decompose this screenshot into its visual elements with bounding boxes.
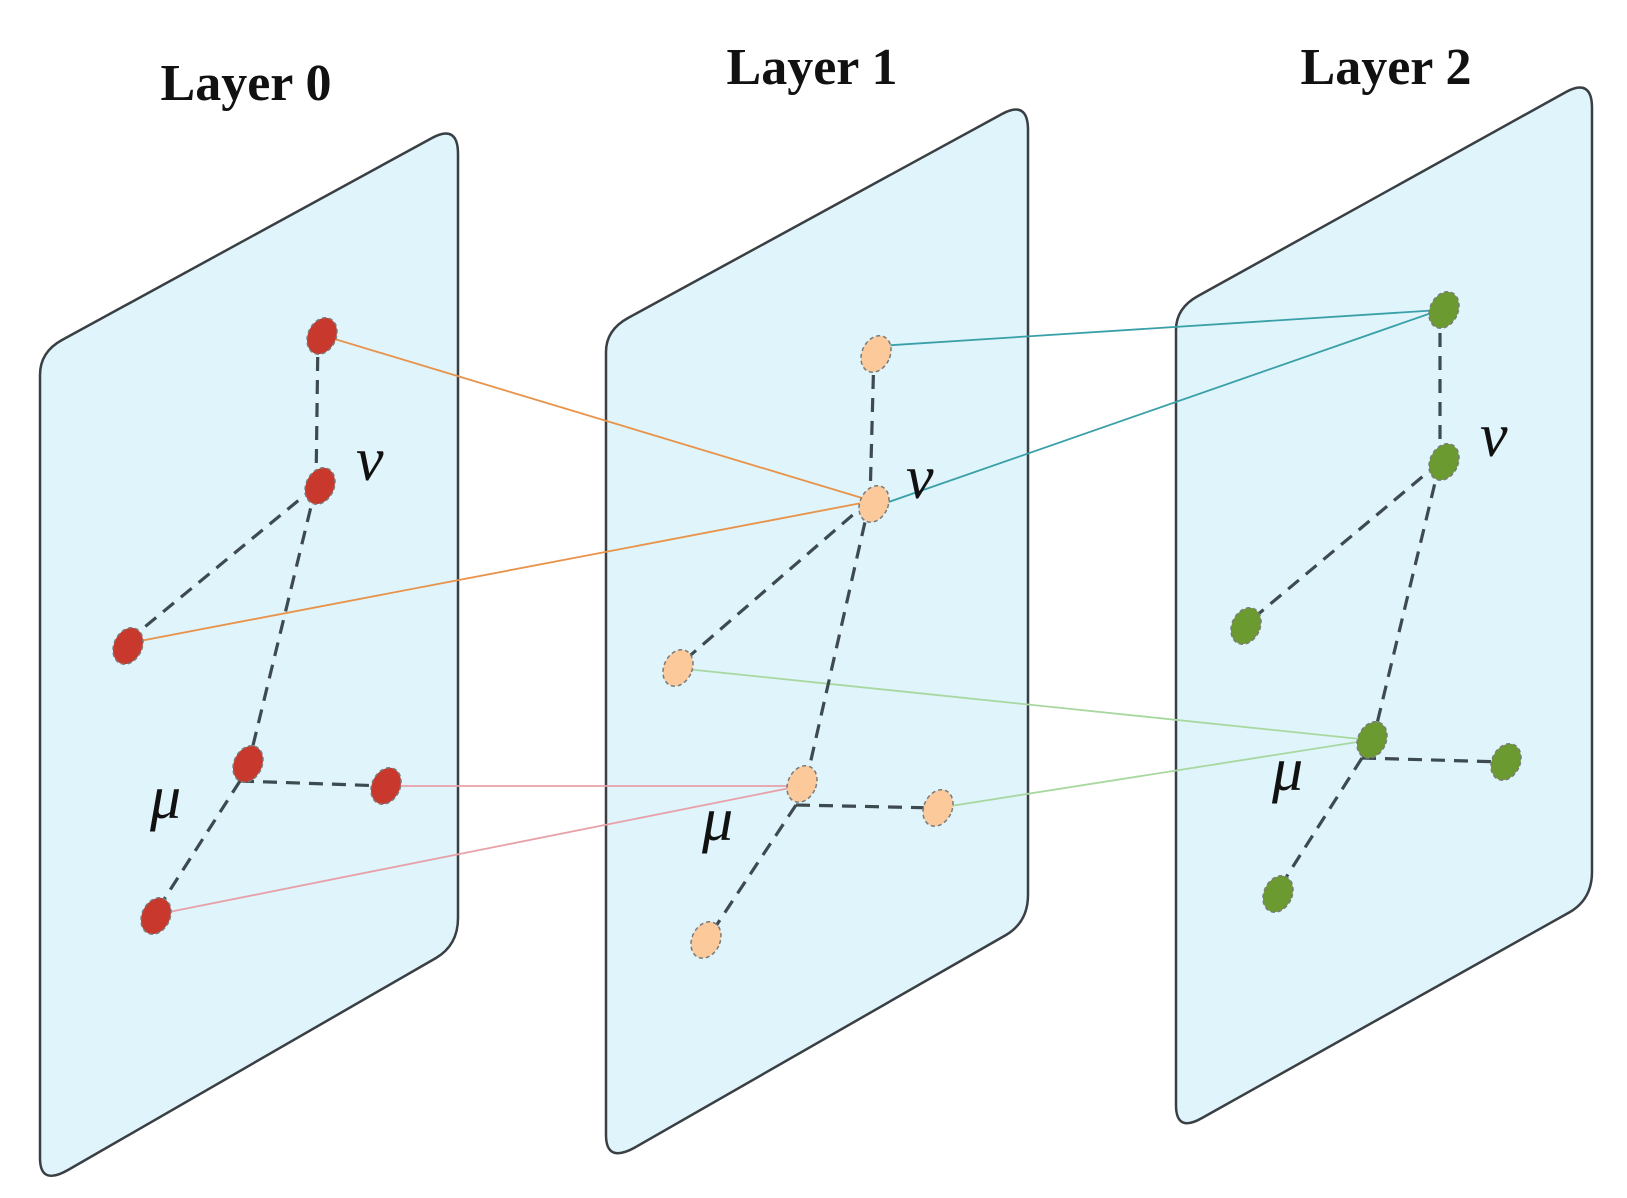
layer-1-plane (604, 108, 1030, 1155)
layer-1-node (786, 765, 818, 803)
intra-layer-edge (1361, 756, 1505, 764)
layer-2-node (1428, 291, 1460, 329)
layer-0-node (306, 317, 338, 355)
intra-layer-edge (314, 333, 320, 487)
layer-2-node (1262, 875, 1294, 913)
inter-layer-link (877, 309, 1441, 347)
layer-1-v-label: ν (906, 444, 934, 512)
inter-layer-link (317, 333, 873, 502)
layer-2-plane (1174, 86, 1594, 1125)
intra-layer-edge (152, 780, 242, 916)
layer-0-title: Layer 0 (160, 55, 332, 112)
layer-0-plane (38, 132, 460, 1178)
layer-1-mu-label: μ (701, 786, 733, 854)
inter-layer-link (685, 668, 1371, 741)
layer-2-node (1490, 743, 1522, 781)
intra-layer-edge (246, 485, 318, 767)
layer-1-node (858, 485, 890, 523)
intra-layer-edge (868, 351, 876, 501)
layer-2-title: Layer 2 (1300, 39, 1472, 96)
intra-layer-edge (706, 804, 798, 939)
intra-layer-edge (795, 803, 939, 810)
intra-layer-edge (1276, 757, 1364, 891)
intra-layer-edge (676, 498, 872, 668)
layer-0-node (232, 745, 264, 783)
intra-layer-edge (804, 499, 872, 783)
layer-0-mu-label: μ (149, 764, 181, 832)
intra-layer-edge (122, 484, 318, 646)
layer-2-node (1356, 721, 1388, 759)
layer-0-node (370, 767, 402, 805)
layer-2-v-label: ν (1480, 402, 1508, 470)
intra-layer-edge (1242, 460, 1442, 628)
layer-1-title: Layer 1 (726, 39, 898, 96)
layer-1-node (690, 921, 722, 959)
intra-layer-edge (239, 779, 387, 788)
intra-layer-edge (1372, 461, 1442, 737)
inter-layer-link (123, 500, 873, 645)
inter-layer-link (937, 739, 1371, 809)
layer-0-node (304, 467, 336, 505)
layer-2-node (1230, 607, 1262, 645)
layer-1-node (662, 649, 694, 687)
layer-1-node (860, 335, 892, 373)
inter-layer-link (879, 309, 1441, 506)
layer-0-node (140, 897, 172, 935)
layer-0-v-label: ν (356, 426, 384, 494)
layer-2-mu-label: μ (1271, 736, 1303, 804)
layer-2-node (1428, 443, 1460, 481)
layer-0-node (112, 627, 144, 665)
inter-layer-link (153, 785, 801, 916)
layer-1-node (922, 789, 954, 827)
